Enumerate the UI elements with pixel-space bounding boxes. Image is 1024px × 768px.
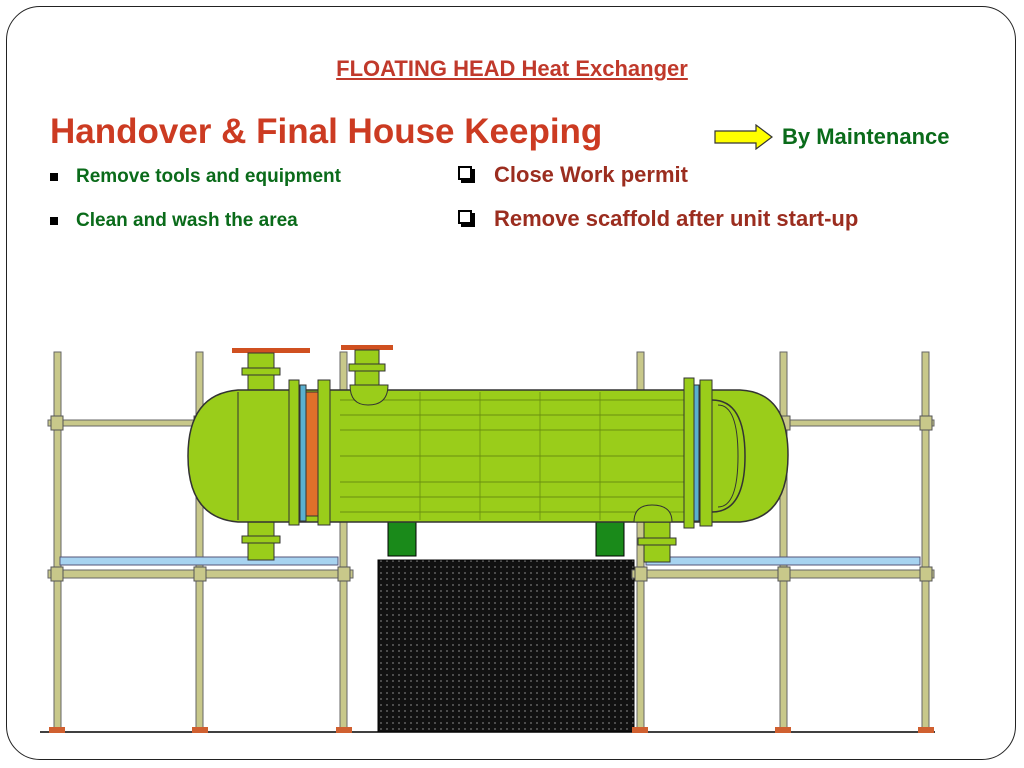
exchanger-shell [187,389,789,523]
square-bullet-icon [50,217,58,225]
section-heading: Handover & Final House Keeping [50,112,603,151]
checkbox-bullet-icon [458,210,472,224]
nozzle-saddle-top [349,384,389,406]
floating-head-flange [683,377,746,529]
concrete-foundation [377,559,635,733]
square-bullet-icon [50,173,58,181]
nozzle-saddle-bottom [633,504,673,523]
right-bullet-text: Close Work permit [494,162,688,187]
checkbox-bullet-icon [458,166,472,180]
by-maintenance-label: By Maintenance [782,124,950,149]
scaffold-left [47,351,354,733]
channel-flange-left [288,379,331,526]
left-bullet-text: Remove tools and equipment [76,166,341,187]
right-bullet-text: Remove scaffold after unit start-up [494,206,859,231]
left-bullet-item: Clean and wash the area [50,210,298,232]
top-nozzle-left [232,348,310,394]
arrow-icon [714,124,773,150]
right-bullet-item: Remove scaffold after unit start-up [458,206,859,232]
left-bullet-text: Clean and wash the area [76,210,298,231]
slide-frame [6,6,1016,760]
left-bullet-item: Remove tools and equipment [50,166,341,188]
right-bullet-item: Close Work permit [458,162,688,188]
slide-title: FLOATING HEAD Heat Exchanger [336,56,688,81]
